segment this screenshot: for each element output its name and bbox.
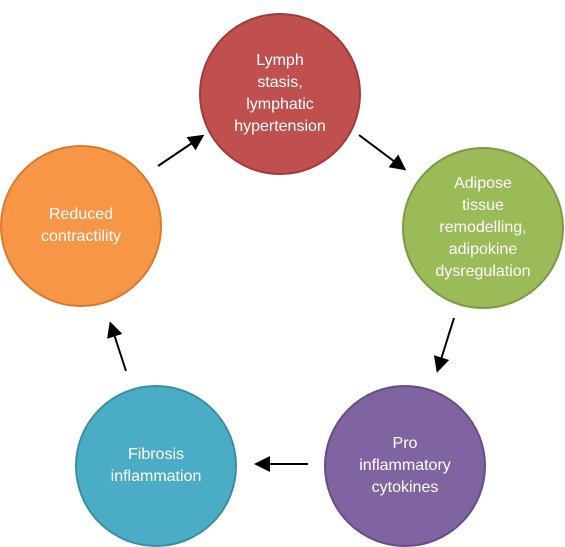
arrow-fibrosis-to-reduced-contractility <box>107 321 127 372</box>
arrow-lymph-to-adipose <box>358 134 407 171</box>
node-pro-inflammatory: Pro inflammatory cytokines <box>324 385 486 547</box>
node-fibrosis: Fibrosis inflammation <box>75 385 237 547</box>
arrow-reduced-contractility-to-lymph <box>157 134 205 167</box>
node-lymph-stasis-label: Lymph stasis, lymphatic hypertension <box>234 52 326 135</box>
arrow-adipose-to-pro-inflammatory <box>433 317 455 373</box>
node-pro-inflammatory-label: Pro inflammatory cytokines <box>359 435 451 496</box>
node-fibrosis-label: Fibrosis inflammation <box>110 446 202 485</box>
node-reduced-contractility: Reduced contractility <box>0 145 162 307</box>
node-adipose-tissue-label: Adipose tissue remodelling, adipokine dy… <box>435 175 531 280</box>
node-reduced-contractility-label: Reduced contractility <box>40 206 122 245</box>
node-lymph-stasis: Lymph stasis, lymphatic hypertension <box>199 13 361 175</box>
node-adipose-tissue: Adipose tissue remodelling, adipokine dy… <box>402 147 564 309</box>
